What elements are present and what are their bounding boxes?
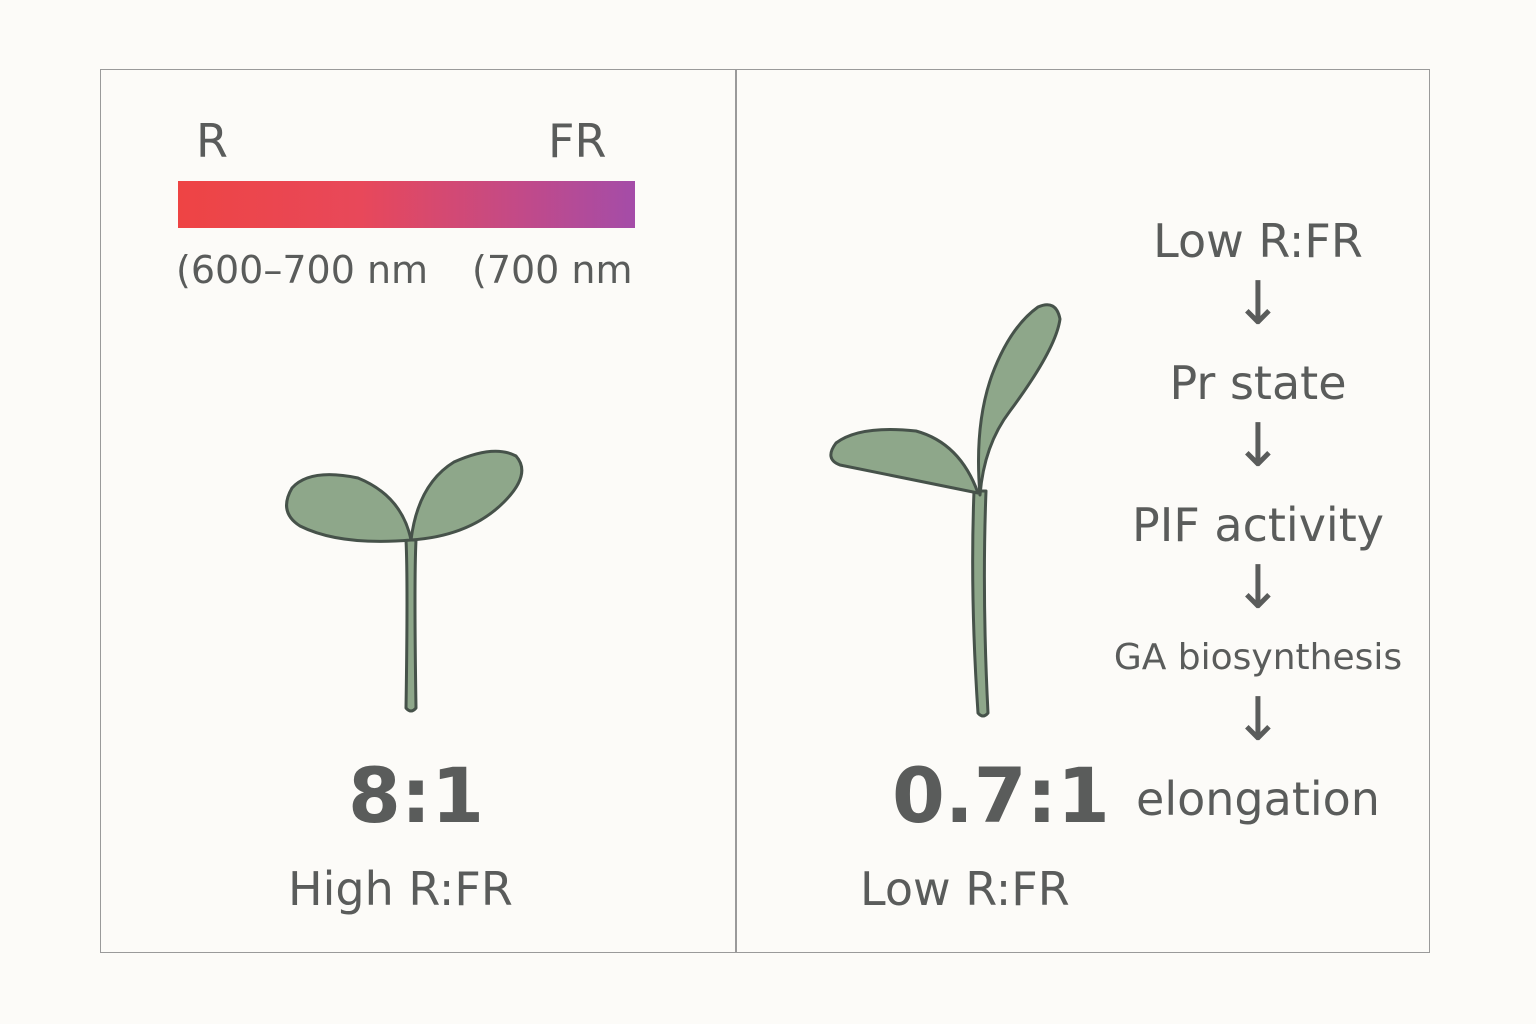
seedling-tall-right-leaf <box>977 303 1062 497</box>
pathway-arrow-3: ↓ <box>1232 553 1284 623</box>
pathway-arrow-1: ↓ <box>1232 269 1284 339</box>
pathway-step-pr-state: Pr state <box>1169 356 1347 410</box>
outer-frame <box>100 69 1430 953</box>
signaling-pathway: Low R:FR ↓ Pr state ↓ PIF activity ↓ GA … <box>1090 218 1426 828</box>
far-red-range-label: (700 nm <box>472 248 633 292</box>
seedling-short-stem <box>404 538 418 713</box>
low-ratio-value: 0.7:1 <box>892 751 1110 840</box>
pathway-step-pif-activity: PIF activity <box>1132 498 1384 552</box>
pathway-step-low-rfr: Low R:FR <box>1153 214 1363 268</box>
pathway-step-ga-biosynthesis: GA biosynthesis <box>1113 637 1403 678</box>
red-label: R <box>196 114 228 168</box>
pathway-step-elongation: elongation <box>1136 772 1380 826</box>
seedling-short-left-leaf <box>285 473 413 543</box>
red-range-label: (600–700 nm <box>176 248 429 292</box>
high-ratio-value: 8:1 <box>348 751 485 840</box>
seedling-short-icon <box>285 449 524 713</box>
panel-divider <box>735 69 737 953</box>
seedling-tall-stem <box>971 489 990 718</box>
high-ratio-caption: High R:FR <box>288 862 513 916</box>
pathway-arrow-2: ↓ <box>1232 411 1284 481</box>
low-ratio-caption: Low R:FR <box>860 862 1070 916</box>
pathway-arrow-4: ↓ <box>1232 685 1284 755</box>
seedling-short-right-leaf <box>409 449 524 542</box>
spectrum-gradient-bar <box>178 181 635 228</box>
seedling-tall-icon <box>829 303 1062 718</box>
seedling-tall-left-leaf <box>829 428 980 495</box>
far-red-label: FR <box>548 114 607 168</box>
